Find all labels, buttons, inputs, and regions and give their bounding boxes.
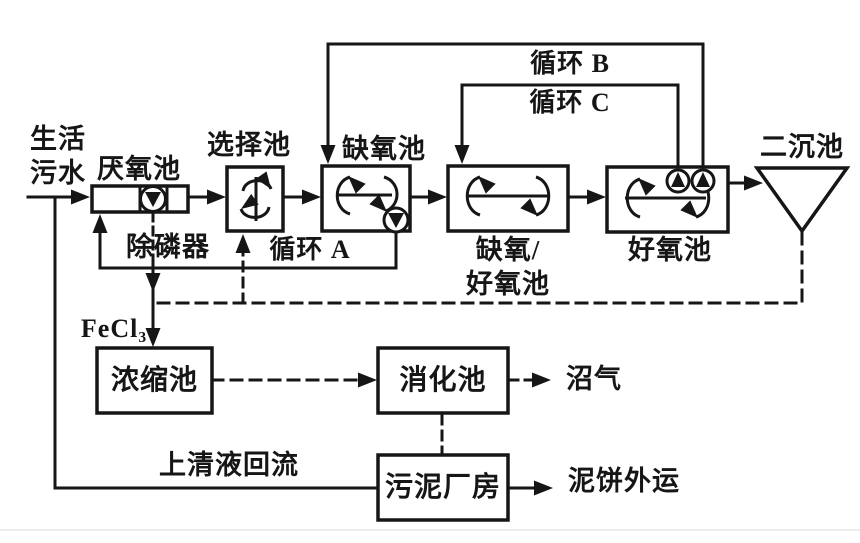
digester-label: 消化池 xyxy=(399,364,487,396)
influent-arrowhead xyxy=(71,189,90,205)
secondary-clarifier-funnel xyxy=(753,166,851,235)
sludge-cake-out-label: 泥饼外运 xyxy=(568,466,680,496)
loop-c-arrowhead xyxy=(454,145,470,164)
loop-b-label: 循环 B xyxy=(530,49,610,78)
selector-mixer-arrowhead-top xyxy=(255,171,271,189)
ao-to-aerobic-arrowhead xyxy=(587,189,606,205)
loop-a-line xyxy=(98,230,398,270)
loop-b-arrowhead xyxy=(320,145,336,164)
sludge-house-box xyxy=(376,453,510,522)
phosphorus-remover-label: 除磷器 xyxy=(126,232,210,262)
supernatant-return-label: 上清液回流 xyxy=(159,450,299,480)
loop-b-line xyxy=(326,42,705,172)
sludge-cake-arrowhead xyxy=(534,480,553,496)
anoxic-tank-label: 缺氧池 xyxy=(342,134,426,164)
return-sludge-dashed-line xyxy=(151,231,804,305)
loop-a-label: 循环 A xyxy=(269,235,351,264)
selector-to-anoxic-arrowhead xyxy=(302,189,321,205)
fecl3-into-thickener-arrowhead xyxy=(145,328,161,347)
ao-mixer-left-arc xyxy=(465,175,481,217)
aerobic-pump-b-rotor xyxy=(671,172,685,187)
influent-label-line1: 生活 xyxy=(30,124,86,154)
anoxic-mixer-arrowhead-left xyxy=(348,176,366,194)
anaerobic-pump-rotor xyxy=(145,192,161,207)
selector-tank-label: 选择池 xyxy=(207,130,291,160)
thickener-label: 浓缩池 xyxy=(110,364,198,396)
sludge-house-label: 污泥厂房 xyxy=(384,471,501,503)
aerobic-to-clarifier-arrowhead xyxy=(744,175,763,191)
waste-sludge-arrowhead xyxy=(145,273,161,292)
anoxic-aerobic-label-line1: 缺氧/ xyxy=(475,235,541,265)
ras-to-selector-arrowhead xyxy=(235,234,251,253)
anoxic-mixer-arrowhead-right xyxy=(369,194,387,212)
aerobic-mixer-arrowhead-right xyxy=(680,200,698,218)
influent-label: 生活 污水 xyxy=(26,122,90,190)
aerobic-tank-label: 好氧池 xyxy=(628,235,712,265)
ao-mixer-right-arc xyxy=(535,175,551,217)
scan-artifact-line xyxy=(0,529,860,531)
aerobic-pump-c-rotor xyxy=(696,172,710,187)
ao-mixer-arrowhead-left xyxy=(478,176,496,194)
thickener-to-digester-arrowhead xyxy=(358,372,377,388)
aerobic-mixer-arrowhead-left xyxy=(638,178,656,196)
anoxic-mixer-left-arc xyxy=(335,175,351,216)
selector-mixer-bottom-arc xyxy=(239,206,271,219)
loop-a-arrowhead xyxy=(92,214,108,233)
biogas-label: 沼气 xyxy=(566,364,622,394)
anoxic-pump-rotor xyxy=(388,213,404,228)
thickener-box xyxy=(95,346,214,415)
loop-c-line xyxy=(460,83,680,172)
ao-mixer-arrowhead-right xyxy=(520,198,538,216)
digester-box xyxy=(376,346,510,415)
fecl3-label: FeCl₃ xyxy=(80,314,148,343)
anoxic-aerobic-label-line2: 好氧池 xyxy=(466,269,550,299)
anaerobic-to-selector-arrowhead xyxy=(207,189,226,205)
supernatant-return-line xyxy=(53,195,380,490)
influent-label-line2: 污水 xyxy=(30,158,86,188)
loop-c-label: 循环 C xyxy=(529,88,611,117)
selector-mixer-arrowhead-bottom xyxy=(241,193,259,209)
anoxic-to-ao-arrowhead xyxy=(428,189,447,205)
digester-to-biogas-arrowhead xyxy=(532,372,551,388)
secondary-clarifier-label: 二沉池 xyxy=(760,132,844,162)
anoxic-aerobic-tank-label: 缺氧/ 好氧池 xyxy=(446,233,570,301)
anaerobic-tank-label: 厌氧池 xyxy=(97,154,181,184)
aerobic-mixer-left-arc xyxy=(625,177,641,219)
